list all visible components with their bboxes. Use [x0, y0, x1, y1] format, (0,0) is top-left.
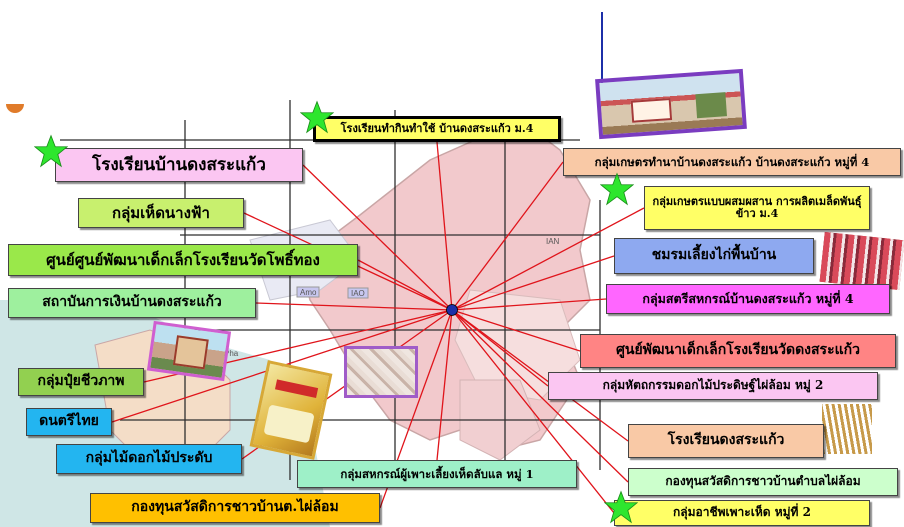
star-icon: [300, 100, 334, 134]
label-school-dongsakaew: โรงเรียนบ้านดงสระแก้ว: [55, 148, 303, 182]
map-tag-pha: Pha: [224, 349, 239, 358]
label-handicraft-flowers: กลุ่มหัตถกรรมดอกไม้ประดิษฐ์ไผ่ล้อม หมู่ …: [548, 372, 878, 400]
dried-flowers-photo: [344, 346, 418, 398]
label-women-coop: กลุ่มสตรีสหกรณ์บ้านดงสระแก้ว หมู่ที่ 4: [606, 284, 890, 314]
connector-label-welfare-fund-village: [451, 309, 629, 483]
connector-label-women-coop: [451, 298, 607, 311]
map-tag-ian: IAN: [546, 237, 560, 246]
fabric-photo: [819, 231, 904, 291]
rice-stalk-photo: [822, 404, 872, 454]
edge-dot: [6, 104, 24, 113]
map-tag-amo: Amo: [300, 288, 317, 297]
label-bio-fertilizer: กลุ่มปุ๋ยชีวภาพ: [18, 368, 144, 396]
connector-label-school-dongsakaew: [302, 164, 453, 311]
label-thai-music: ดนตรีไทย: [26, 408, 112, 436]
connector-label-childcare-wat-dongsakaew: [451, 309, 581, 352]
connector-label-financial-institution: [255, 302, 453, 311]
label-childcare-wat-phothong: ศูนย์ศูนย์พัฒนาเด็กเล็กโรงเรียนวัดโพธิ์ท…: [8, 244, 358, 276]
connector-label-mushroom-career: [451, 309, 615, 514]
label-financial-institution: สถาบันการเงินบ้านดงสระแก้ว: [8, 288, 256, 318]
connector-label-childcare-wat-phothong: [357, 259, 453, 311]
star-icon: [600, 172, 634, 206]
label-childcare-wat-dongsakaew: ศูนย์พัฒนาเด็กเล็กโรงเรียนวัดดงสระแก้ว: [580, 334, 896, 368]
connector-label-farmer-group-moo4: [451, 161, 564, 311]
label-mixed-farming: กลุ่มเกษตรแบบผสมผสาน การผลิตเมล็ดพันธุ์ข…: [644, 186, 870, 230]
hub-point: [446, 304, 458, 316]
label-welfare-fund-village: กองทุนสวัสดิการชาวบ้านตำบลไผ่ล้อม: [628, 468, 898, 496]
connector-label-mixed-farming: [451, 207, 645, 311]
connector-label-school-farming: [436, 141, 453, 311]
connector-label-native-chicken: [451, 255, 615, 311]
star-icon: [34, 134, 68, 168]
connector-label-school-dongsakaew-2: [451, 309, 629, 442]
map-tag-iao: IAO: [351, 289, 365, 298]
label-school-dongsakaew-2: โรงเรียนดงสระแก้ว: [628, 424, 824, 458]
star-icon: [604, 490, 638, 524]
map-tags: Amo IAO IAN Pha: [224, 237, 560, 358]
connector-label-mushroom-coop: [436, 309, 453, 461]
label-farmer-group-moo4: กลุ่มเกษตรทำนาบ้านดงสระแก้ว บ้านดงสระแก้…: [563, 148, 901, 176]
label-welfare-fund-tambon: กองทุนสวัสดิการชาวบ้านต.ไผ่ล้อม: [90, 493, 380, 523]
label-mushroom-group: กลุ่มเห็ดนางฟ้า: [78, 198, 244, 228]
label-ornamental-flower: กลุ่มไม้ดอกไม้ประดับ: [56, 444, 242, 474]
label-mushroom-coop: กลุ่มสหกรณ์ผู้เพาะเลี้ยงเห็ดลับแล หมู่ 1: [297, 460, 577, 488]
label-school-farming: โรงเรียนทำกินทำใช้ บ้านดงสระแก้ว ม.4: [313, 116, 561, 142]
building-photo: [595, 68, 747, 140]
land-main: [299, 119, 591, 451]
label-native-chicken: ชมรมเลี้ยงไก่พื้นบ้าน: [614, 238, 814, 274]
label-mushroom-career: กลุ่มอาชีพเพาะเห็ด หมู่ที่ 2: [614, 500, 870, 526]
shrine-photo: [146, 320, 232, 382]
